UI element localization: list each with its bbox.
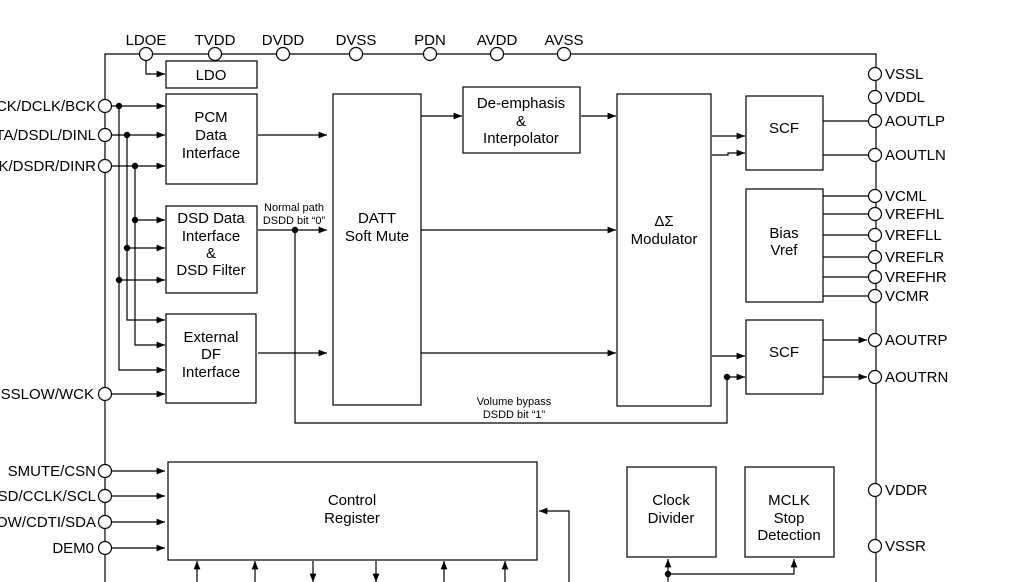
pin-vddl: VDDL bbox=[885, 89, 925, 106]
pin-dinr: K/DSDR/DINR bbox=[0, 158, 96, 175]
pin-aoutln: AOUTLN bbox=[885, 147, 946, 164]
clkdiv-label-2: Divider bbox=[648, 510, 695, 527]
pin-avdd: AVDD bbox=[477, 32, 518, 49]
bias-vref-block: Bias Vref bbox=[745, 188, 824, 303]
pin-aoutlp: AOUTLP bbox=[885, 113, 945, 130]
pin-vrefhl: VREFHL bbox=[885, 206, 944, 223]
volume-bypass-note-1: Volume bypass bbox=[477, 396, 552, 408]
pin-dvdd: DVDD bbox=[262, 32, 305, 49]
extdf-label-2: DF bbox=[201, 346, 221, 363]
dsd-label-1: DSD Data bbox=[177, 210, 245, 227]
datt-label-1: DATT bbox=[358, 210, 396, 227]
ldo-label: LDO bbox=[196, 67, 227, 84]
control-label-1: Control bbox=[328, 492, 376, 509]
volume-bypass-note-2: DSDD bit “1” bbox=[483, 409, 546, 421]
pin-aoutrp: AOUTRP bbox=[885, 332, 948, 349]
ldo-block: LDO bbox=[165, 60, 258, 89]
left-pins: CK/DCLK/BCK TA/DSDL/DINL K/DSDR/DINR SSL… bbox=[0, 98, 113, 557]
dsd-label-3: & bbox=[206, 245, 216, 262]
modulator-block: ΔΣ Modulator bbox=[616, 93, 712, 407]
right-pins: VSSL VDDL AOUTLP AOUTLN VCML VREFHL VREF… bbox=[867, 66, 948, 555]
pin-dinl: TA/DSDL/DINL bbox=[0, 127, 96, 144]
pin-dvss: DVSS bbox=[336, 32, 377, 49]
pin-tvdd: TVDD bbox=[195, 32, 236, 49]
scf-right-label: SCF bbox=[769, 344, 799, 361]
pin-aoutrn: AOUTRN bbox=[885, 369, 948, 386]
mclk-label-2: Stop bbox=[774, 510, 805, 527]
mclk-stop-block: MCLK Stop Detection bbox=[744, 466, 835, 558]
deemphasis-block: De-emphasis & Interpolator bbox=[462, 86, 581, 154]
extdf-label-3: Interface bbox=[182, 364, 240, 381]
extdf-label-1: External bbox=[183, 329, 238, 346]
pin-vssr: VSSR bbox=[885, 538, 926, 555]
deemph-label-3: Interpolator bbox=[483, 130, 559, 147]
mclk-label-1: MCLK bbox=[768, 492, 810, 509]
clkdiv-label-1: Clock bbox=[652, 492, 690, 509]
pin-bck: CK/DCLK/BCK bbox=[0, 98, 96, 115]
pin-vrefll: VREFLL bbox=[885, 227, 942, 244]
scf-left-label: SCF bbox=[769, 120, 799, 137]
pin-vreflr: VREFLR bbox=[885, 249, 944, 266]
external-df-block: External DF Interface bbox=[165, 313, 257, 404]
pcm-label-3: Interface bbox=[182, 145, 240, 162]
scf-left-block: SCF bbox=[745, 95, 824, 171]
pin-vddr: VDDR bbox=[885, 482, 928, 499]
dsd-label-4: DSD Filter bbox=[176, 262, 245, 279]
modulator-label-1: ΔΣ bbox=[654, 213, 673, 230]
pin-vrefhr: VREFHR bbox=[885, 269, 947, 286]
junction-dots bbox=[115, 102, 731, 578]
pin-ldoe: LDOE bbox=[126, 32, 167, 49]
pin-sda: OW/CDTI/SDA bbox=[0, 514, 96, 531]
clock-divider-block: Clock Divider bbox=[626, 466, 717, 558]
top-pins: LDOE TVDD DVDD DVSS PDN AVDD AVSS bbox=[126, 32, 584, 62]
pin-csn: SMUTE/CSN bbox=[8, 463, 96, 480]
control-label-2: Register bbox=[324, 510, 380, 527]
pin-pdn: PDN bbox=[414, 32, 446, 49]
dsd-interface-block: DSD Data Interface & DSD Filter bbox=[165, 205, 258, 294]
deemph-label-2: & bbox=[516, 113, 526, 130]
pin-wck: SSLOW/WCK bbox=[1, 386, 94, 403]
normal-path-note-2: DSDD bit “0” bbox=[263, 215, 326, 227]
mclk-label-3: Detection bbox=[757, 527, 820, 544]
signal-wires bbox=[112, 60, 868, 582]
bias-label-2: Vref bbox=[771, 242, 799, 259]
datt-block: DATT Soft Mute bbox=[332, 93, 422, 406]
control-register-block: Control Register bbox=[167, 461, 538, 561]
pcm-label-2: Data bbox=[195, 127, 227, 144]
pin-vcml: VCML bbox=[885, 188, 927, 205]
pin-scl: SD/CCLK/SCL bbox=[0, 488, 96, 505]
dsd-label-2: Interface bbox=[182, 228, 240, 245]
modulator-label-2: Modulator bbox=[631, 231, 698, 248]
notes: Normal path DSDD bit “0” Volume bypass D… bbox=[263, 202, 552, 421]
normal-path-note-1: Normal path bbox=[264, 202, 324, 214]
pin-dem0: DEM0 bbox=[52, 540, 94, 557]
pcm-label-1: PCM bbox=[194, 109, 227, 126]
pin-vcmr: VCMR bbox=[885, 288, 929, 305]
pin-vssl: VSSL bbox=[885, 66, 923, 83]
bias-label-1: Bias bbox=[769, 225, 798, 242]
pin-avss: AVSS bbox=[545, 32, 584, 49]
deemph-label-1: De-emphasis bbox=[477, 95, 565, 112]
pcm-interface-block: PCM Data Interface bbox=[165, 93, 258, 185]
scf-right-block: SCF bbox=[745, 319, 824, 395]
datt-label-2: Soft Mute bbox=[345, 228, 409, 245]
